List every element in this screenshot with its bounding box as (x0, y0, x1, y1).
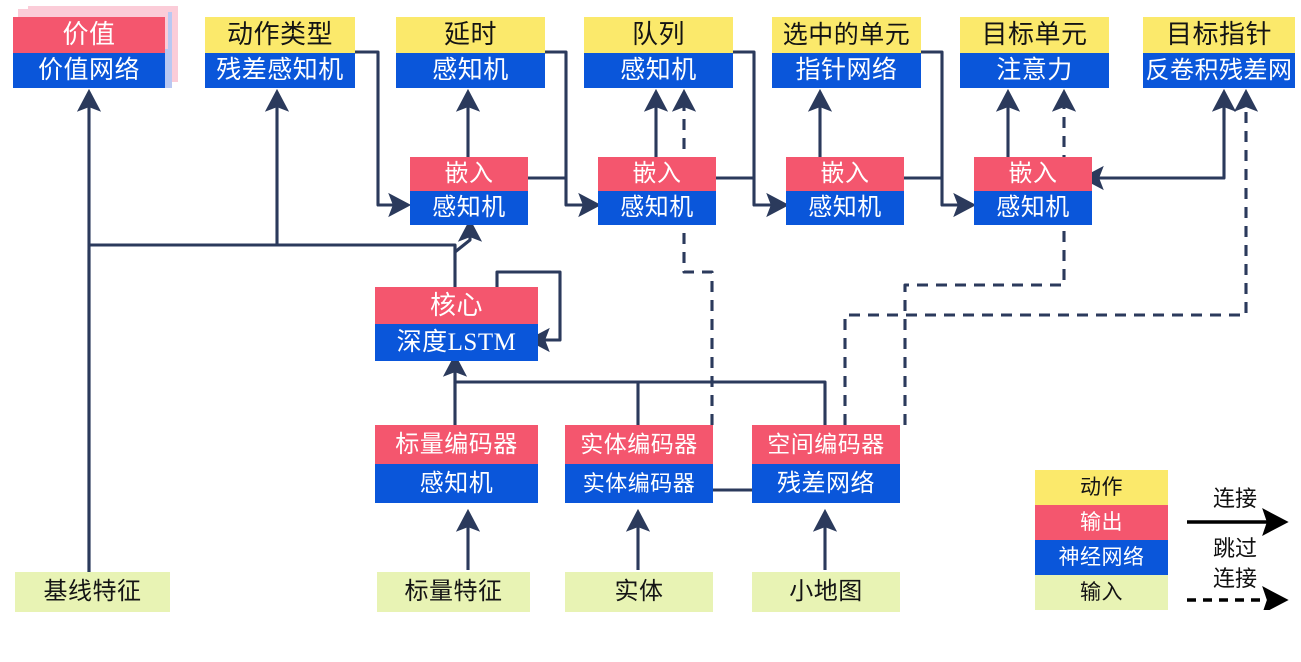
edge-actiontype-to-embed1 (355, 50, 412, 218)
node-target-pointer-top-label: 目标指针 (1143, 17, 1295, 53)
edge-queue-to-embed3 (733, 50, 756, 178)
node-scalar-encoder-bottom-label: 感知机 (375, 464, 538, 503)
edge-core-to-embed1 (454, 218, 483, 254)
node-input-scalar-features-label: 标量特征 (377, 572, 530, 612)
skip-entity-to-selected-units (671, 88, 714, 425)
node-spatial-encoder-top-label: 空间编码器 (752, 425, 900, 464)
legend-skip-label-line2: 连接 (1212, 566, 1257, 591)
node-embed-2-bottom-label: 感知机 (598, 191, 716, 225)
node-core[interactable]: 核心 深度LSTM (375, 287, 538, 361)
node-embed-4-bottom-label: 感知机 (974, 191, 1092, 225)
node-embed-3[interactable]: 嵌入 感知机 (786, 157, 904, 225)
node-input-scalar-features[interactable]: 标量特征 (377, 572, 530, 612)
legend-item-network: 神经网络 (1035, 540, 1168, 575)
edge-targetpointer-column-to-embed4 (1080, 100, 1226, 191)
node-selected-units-bottom-label: 指针网络 (772, 53, 921, 88)
node-input-baseline-features[interactable]: 基线特征 (15, 572, 170, 612)
edge-entity-encoder-to-core-bus (453, 365, 640, 425)
node-input-entities[interactable]: 实体 (565, 572, 713, 612)
node-embed-1[interactable]: 嵌入 感知机 (410, 157, 528, 225)
node-embed-4[interactable]: 嵌入 感知机 (974, 157, 1092, 225)
node-entity-encoder[interactable]: 实体编码器 实体编码器 (565, 425, 713, 503)
edge-selectedunits-to-embed4 (921, 50, 944, 178)
node-target-pointer[interactable]: 目标指针 反卷积残差网 (1143, 17, 1295, 88)
node-delay-bottom-label: 感知机 (396, 53, 545, 88)
legend-item-output: 输出 (1035, 505, 1168, 540)
node-spatial-encoder-bottom-label: 残差网络 (752, 464, 900, 503)
node-embed-2-top-label: 嵌入 (598, 157, 716, 191)
edge-embed3-to-embed4 (904, 176, 977, 218)
node-input-baseline-features-label: 基线特征 (15, 572, 170, 612)
node-scalar-encoder[interactable]: 标量编码器 感知机 (375, 425, 538, 503)
node-action-type-top-label: 动作类型 (205, 17, 355, 53)
node-queue-bottom-label: 感知机 (584, 53, 733, 88)
edge-embed2-to-embed3 (716, 176, 790, 218)
node-entity-encoder-top-label: 实体编码器 (565, 425, 713, 464)
node-target-unit[interactable]: 目标单元 注意力 (960, 17, 1109, 88)
node-delay[interactable]: 延时 感知机 (396, 17, 545, 88)
edge-spatial-encoder-to-core-bus (455, 380, 827, 425)
node-input-entities-label: 实体 (565, 572, 713, 612)
node-scalar-encoder-top-label: 标量编码器 (375, 425, 538, 464)
node-delay-top-label: 延时 (396, 17, 545, 53)
skip-spatial-to-target-pointer (843, 88, 1259, 425)
node-queue[interactable]: 队列 感知机 (584, 17, 733, 88)
node-target-unit-bottom-label: 注意力 (960, 53, 1109, 88)
node-core-top-label: 核心 (375, 287, 538, 324)
node-input-minimap-label: 小地图 (752, 572, 900, 612)
node-embed-3-bottom-label: 感知机 (786, 191, 904, 225)
node-selected-units-top-label: 选中的单元 (772, 17, 921, 53)
node-spatial-encoder[interactable]: 空间编码器 残差网络 (752, 425, 900, 503)
node-entity-encoder-bottom-label: 实体编码器 (565, 464, 713, 503)
edge-embed1-to-embed2 (528, 176, 602, 218)
node-action-type-bottom-label: 残差感知机 (205, 53, 355, 88)
skip-entity-to-target-unit (903, 88, 1077, 425)
node-input-minimap[interactable]: 小地图 (752, 572, 900, 612)
node-embed-4-top-label: 嵌入 (974, 157, 1092, 191)
node-value-bottom-label: 价值网络 (13, 53, 165, 88)
node-value-top-label: 价值 (13, 17, 165, 53)
legend-color-key: 动作 输出 神经网络 输入 (1035, 470, 1168, 610)
node-embed-2[interactable]: 嵌入 感知机 (598, 157, 716, 225)
node-value[interactable]: 价值 价值网络 (13, 17, 165, 88)
edge-delay-to-embed2 (545, 50, 568, 178)
node-selected-units[interactable]: 选中的单元 指针网络 (772, 17, 921, 88)
legend-skip-label-line1: 跳过 (1212, 536, 1257, 561)
legend-item-action: 动作 (1035, 470, 1168, 505)
node-target-pointer-bottom-label: 反卷积残差网 (1143, 53, 1295, 88)
node-embed-1-top-label: 嵌入 (410, 157, 528, 191)
node-action-type[interactable]: 动作类型 残差感知机 (205, 17, 355, 88)
node-embed-3-top-label: 嵌入 (786, 157, 904, 191)
legend-connection-label: 连接 (1212, 486, 1257, 511)
legend-item-input: 输入 (1035, 575, 1168, 610)
edge-core-bus-left (89, 243, 457, 260)
node-core-bottom-label: 深度LSTM (375, 324, 538, 361)
node-embed-1-bottom-label: 感知机 (410, 191, 528, 225)
node-queue-top-label: 队列 (584, 17, 733, 53)
node-target-unit-top-label: 目标单元 (960, 17, 1109, 53)
